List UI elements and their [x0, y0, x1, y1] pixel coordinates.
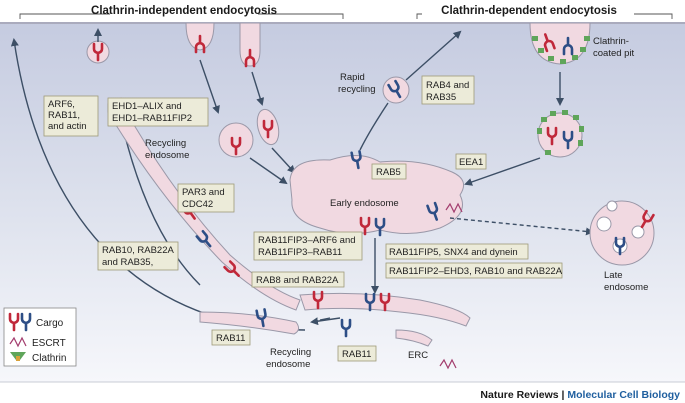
legend-clathrin: Clathrin [32, 353, 66, 364]
box-rab5 [371, 163, 407, 180]
box-ehd1 [107, 97, 209, 127]
vesicle-mid-2 [256, 108, 280, 146]
box-rab8 [251, 271, 345, 288]
box-rab11fip5 [385, 243, 529, 260]
box-eea1 [455, 153, 487, 170]
credit-line: Nature Reviews | Molecular Cell Biology [480, 389, 680, 401]
rapid-recycling-arrow [359, 102, 389, 151]
legend-clathrin-icon [10, 352, 26, 361]
label-rab11fip5: RAB11FIP5, SNX4 and dynein [389, 247, 518, 258]
erc-tubule-right [395, 329, 433, 347]
box-rab11fip2-ehd3 [385, 262, 563, 279]
legend-cargo: Cargo [36, 318, 64, 329]
vesicle-mid-1 [218, 122, 254, 158]
label-rab8: RAB8 and RAB22A [256, 275, 339, 286]
erc-label: ERC [408, 350, 428, 361]
legend-escrt-icon [9, 336, 27, 348]
early-endosome-label: Early endosome [330, 198, 399, 209]
recycling-arc-inner [119, 114, 201, 286]
legend-escrt: ESCRT [32, 338, 66, 349]
label-rab11-bottom: RAB11 [342, 349, 371, 360]
box-arf6 [43, 95, 99, 137]
label-rab11-left: RAB11 [216, 333, 245, 344]
header-clathrin-independent: Clathrin-independent endocytosis [91, 5, 277, 17]
label-rab11fip2-ehd3: RAB11FIP2–EHD3, RAB10 and RAB22A [389, 266, 563, 277]
box-rab11-left [211, 329, 251, 346]
label-rab5: RAB5 [376, 167, 401, 178]
clathrin-coat-vesicle [537, 110, 584, 155]
box-rab11-bottom [337, 345, 377, 362]
label-eea1: EEA1 [459, 157, 483, 168]
label-arf6: ARF6,RAB11,and actin [48, 99, 87, 132]
clathrin-coated-pit-label: Clathrin-coated pit [593, 36, 635, 59]
clathrin-coated-vesicle [537, 112, 583, 158]
clathrin-coat-pit [532, 36, 590, 64]
early-endosome [289, 155, 465, 234]
box-rab10 [97, 241, 179, 271]
invagination-2 [239, 22, 261, 67]
box-rab11fip3 [253, 231, 363, 261]
escrt-mark-erc [439, 358, 457, 370]
box-par3 [177, 183, 235, 213]
escrt-mark-endosome [445, 202, 463, 214]
recycling-endosome-lower [199, 311, 300, 335]
box-rab4 [421, 75, 475, 105]
header-clathrin-dependent: Clathrin-dependent endocytosis [441, 5, 617, 17]
